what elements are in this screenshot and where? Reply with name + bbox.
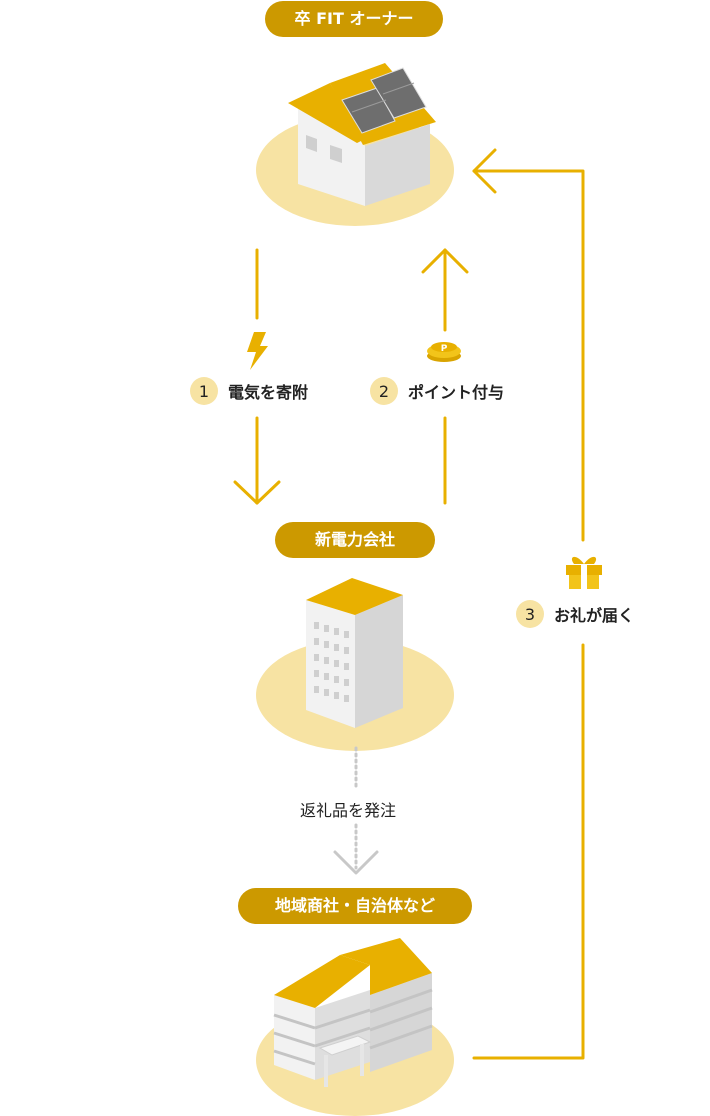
house-illustration: [256, 63, 454, 226]
power-company-label: 新電力会社: [275, 522, 435, 558]
step-3-number: 3: [516, 600, 544, 628]
municipal-building-illustration: [256, 938, 454, 1116]
step-1: 1 電気を寄附: [190, 376, 308, 406]
point-coin-icon: P: [427, 342, 461, 362]
step-1-label: 電気を寄附: [228, 383, 309, 402]
step-3-label: お礼が届く: [554, 606, 635, 625]
lightning-icon: [247, 332, 268, 370]
order-label: 返礼品を発注: [300, 801, 397, 820]
flow-arrows: [233, 148, 585, 1060]
step-3: 3 お礼が届く: [516, 599, 634, 629]
step-2: 2 ポイント付与: [370, 376, 504, 406]
gift-icon: [566, 556, 602, 589]
step-1-number: 1: [190, 377, 218, 405]
local-partner-label: 地域商社・自治体など: [238, 888, 472, 924]
step-2-label: ポイント付与: [408, 383, 505, 402]
coin-letter: P: [441, 344, 448, 354]
office-building-illustration: [256, 578, 454, 751]
step-2-number: 2: [370, 377, 398, 405]
fit-owner-label: 卒 FIT オーナー: [265, 1, 443, 37]
order-arrow: [333, 746, 379, 875]
